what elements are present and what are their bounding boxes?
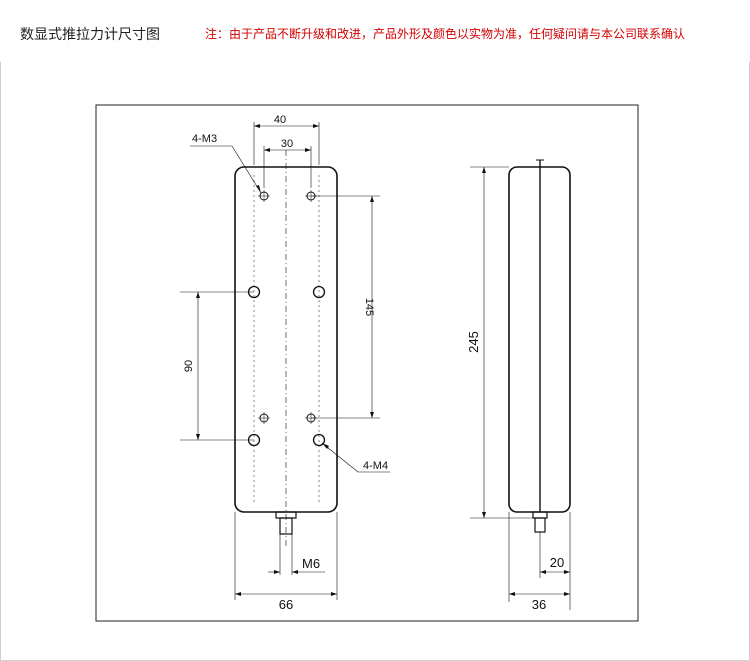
dim-20: 20	[550, 555, 564, 570]
label-4-m3: 4-M3	[192, 133, 217, 145]
dim-66: 66	[279, 597, 293, 612]
dim-40: 40	[274, 114, 286, 126]
sheet-border	[95, 104, 639, 622]
dim-30: 30	[281, 138, 293, 150]
dim-36: 36	[532, 597, 546, 612]
side-connector-shaft	[534, 517, 546, 533]
dim-90: 90	[183, 360, 195, 372]
dim-145: 145	[363, 298, 375, 316]
notice-text: 注：由于产品不断升级和改进，产品外形及颜色以实物为准，任何疑问请与本公司联系确认	[205, 27, 686, 41]
hole-m4-4	[312, 433, 326, 447]
dim-245: 245	[466, 331, 481, 353]
drawing-frame	[0, 62, 750, 661]
side-connector-cap	[532, 511, 548, 519]
page-header: 数显式推拉力计尺寸图 注：由于产品不断升级和改进，产品外形及颜色以实物为准，任何…	[0, 0, 750, 63]
page-title: 数显式推拉力计尺寸图	[20, 27, 160, 43]
dim-m6: M6	[302, 556, 320, 571]
label-4-m4: 4-M4	[363, 460, 388, 472]
hole-m4-2	[312, 285, 326, 299]
front-connector-shaft	[279, 517, 293, 535]
